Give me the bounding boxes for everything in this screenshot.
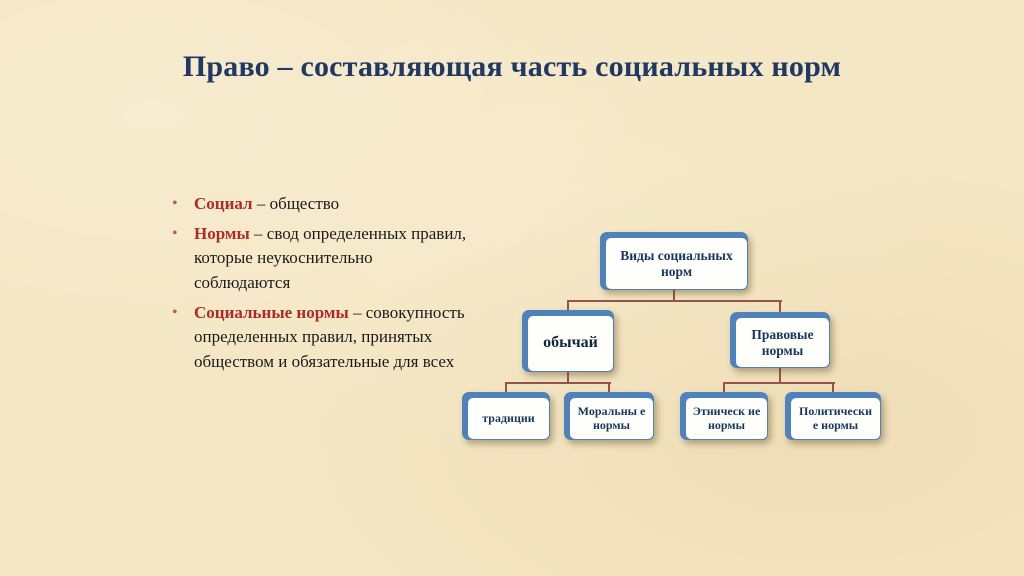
node-moral-norms: Моральны е нормы [564,392,654,440]
bullet-item: • Социал – общество [168,192,468,217]
bullet-item: • Социальные нормы – совокупность определ… [168,301,468,375]
node-legal-norms: Правовые нормы [730,312,830,368]
node-label: Моральны е нормы [569,397,654,440]
bullet-term: Социальные нормы [194,302,349,322]
connector-line [505,382,611,384]
node-root: Виды социальных норм [600,232,748,290]
connector-line [505,382,507,392]
connector-line [567,300,569,310]
node-ethnic-norms: Этническ ие нормы [680,392,768,440]
connector-line [608,382,610,392]
connector-line [723,382,725,392]
slide-title: Право – составляющая часть социальных но… [182,50,842,83]
node-custom: обычай [522,310,614,372]
node-label: обычай [527,315,614,372]
node-political-norms: Политически е нормы [785,392,881,440]
bullet-list: • Социал – общество • Нормы – свод определ… [168,192,468,379]
bullet-item: • Нормы – свод определенных правил, котор… [168,222,468,296]
bullet-dot-icon: • [172,303,178,321]
bullet-term: Социал [194,194,253,213]
node-label: Этническ ие нормы [685,397,768,440]
connector-line [779,368,781,383]
connector-line [567,300,782,302]
node-label: Виды социальных норм [605,237,748,290]
node-traditions: традиции [462,392,550,440]
bullet-dot-icon: • [172,195,178,212]
node-label: Правовые нормы [735,317,830,368]
node-label: традиции [467,397,550,440]
connector-line [779,300,781,312]
bullet-text: – совокупность определенных правил, прин… [194,302,465,371]
bullet-dot-icon: • [172,224,178,242]
node-label: Политически е нормы [790,397,881,440]
connector-line [567,372,569,383]
bullet-text: – свод определенных правил, которые неук… [194,223,467,292]
connector-line [832,382,834,392]
bullet-term: Нормы [194,223,250,243]
connector-line [673,290,675,302]
bullet-text: – общество [252,194,340,213]
connector-line [723,382,835,384]
